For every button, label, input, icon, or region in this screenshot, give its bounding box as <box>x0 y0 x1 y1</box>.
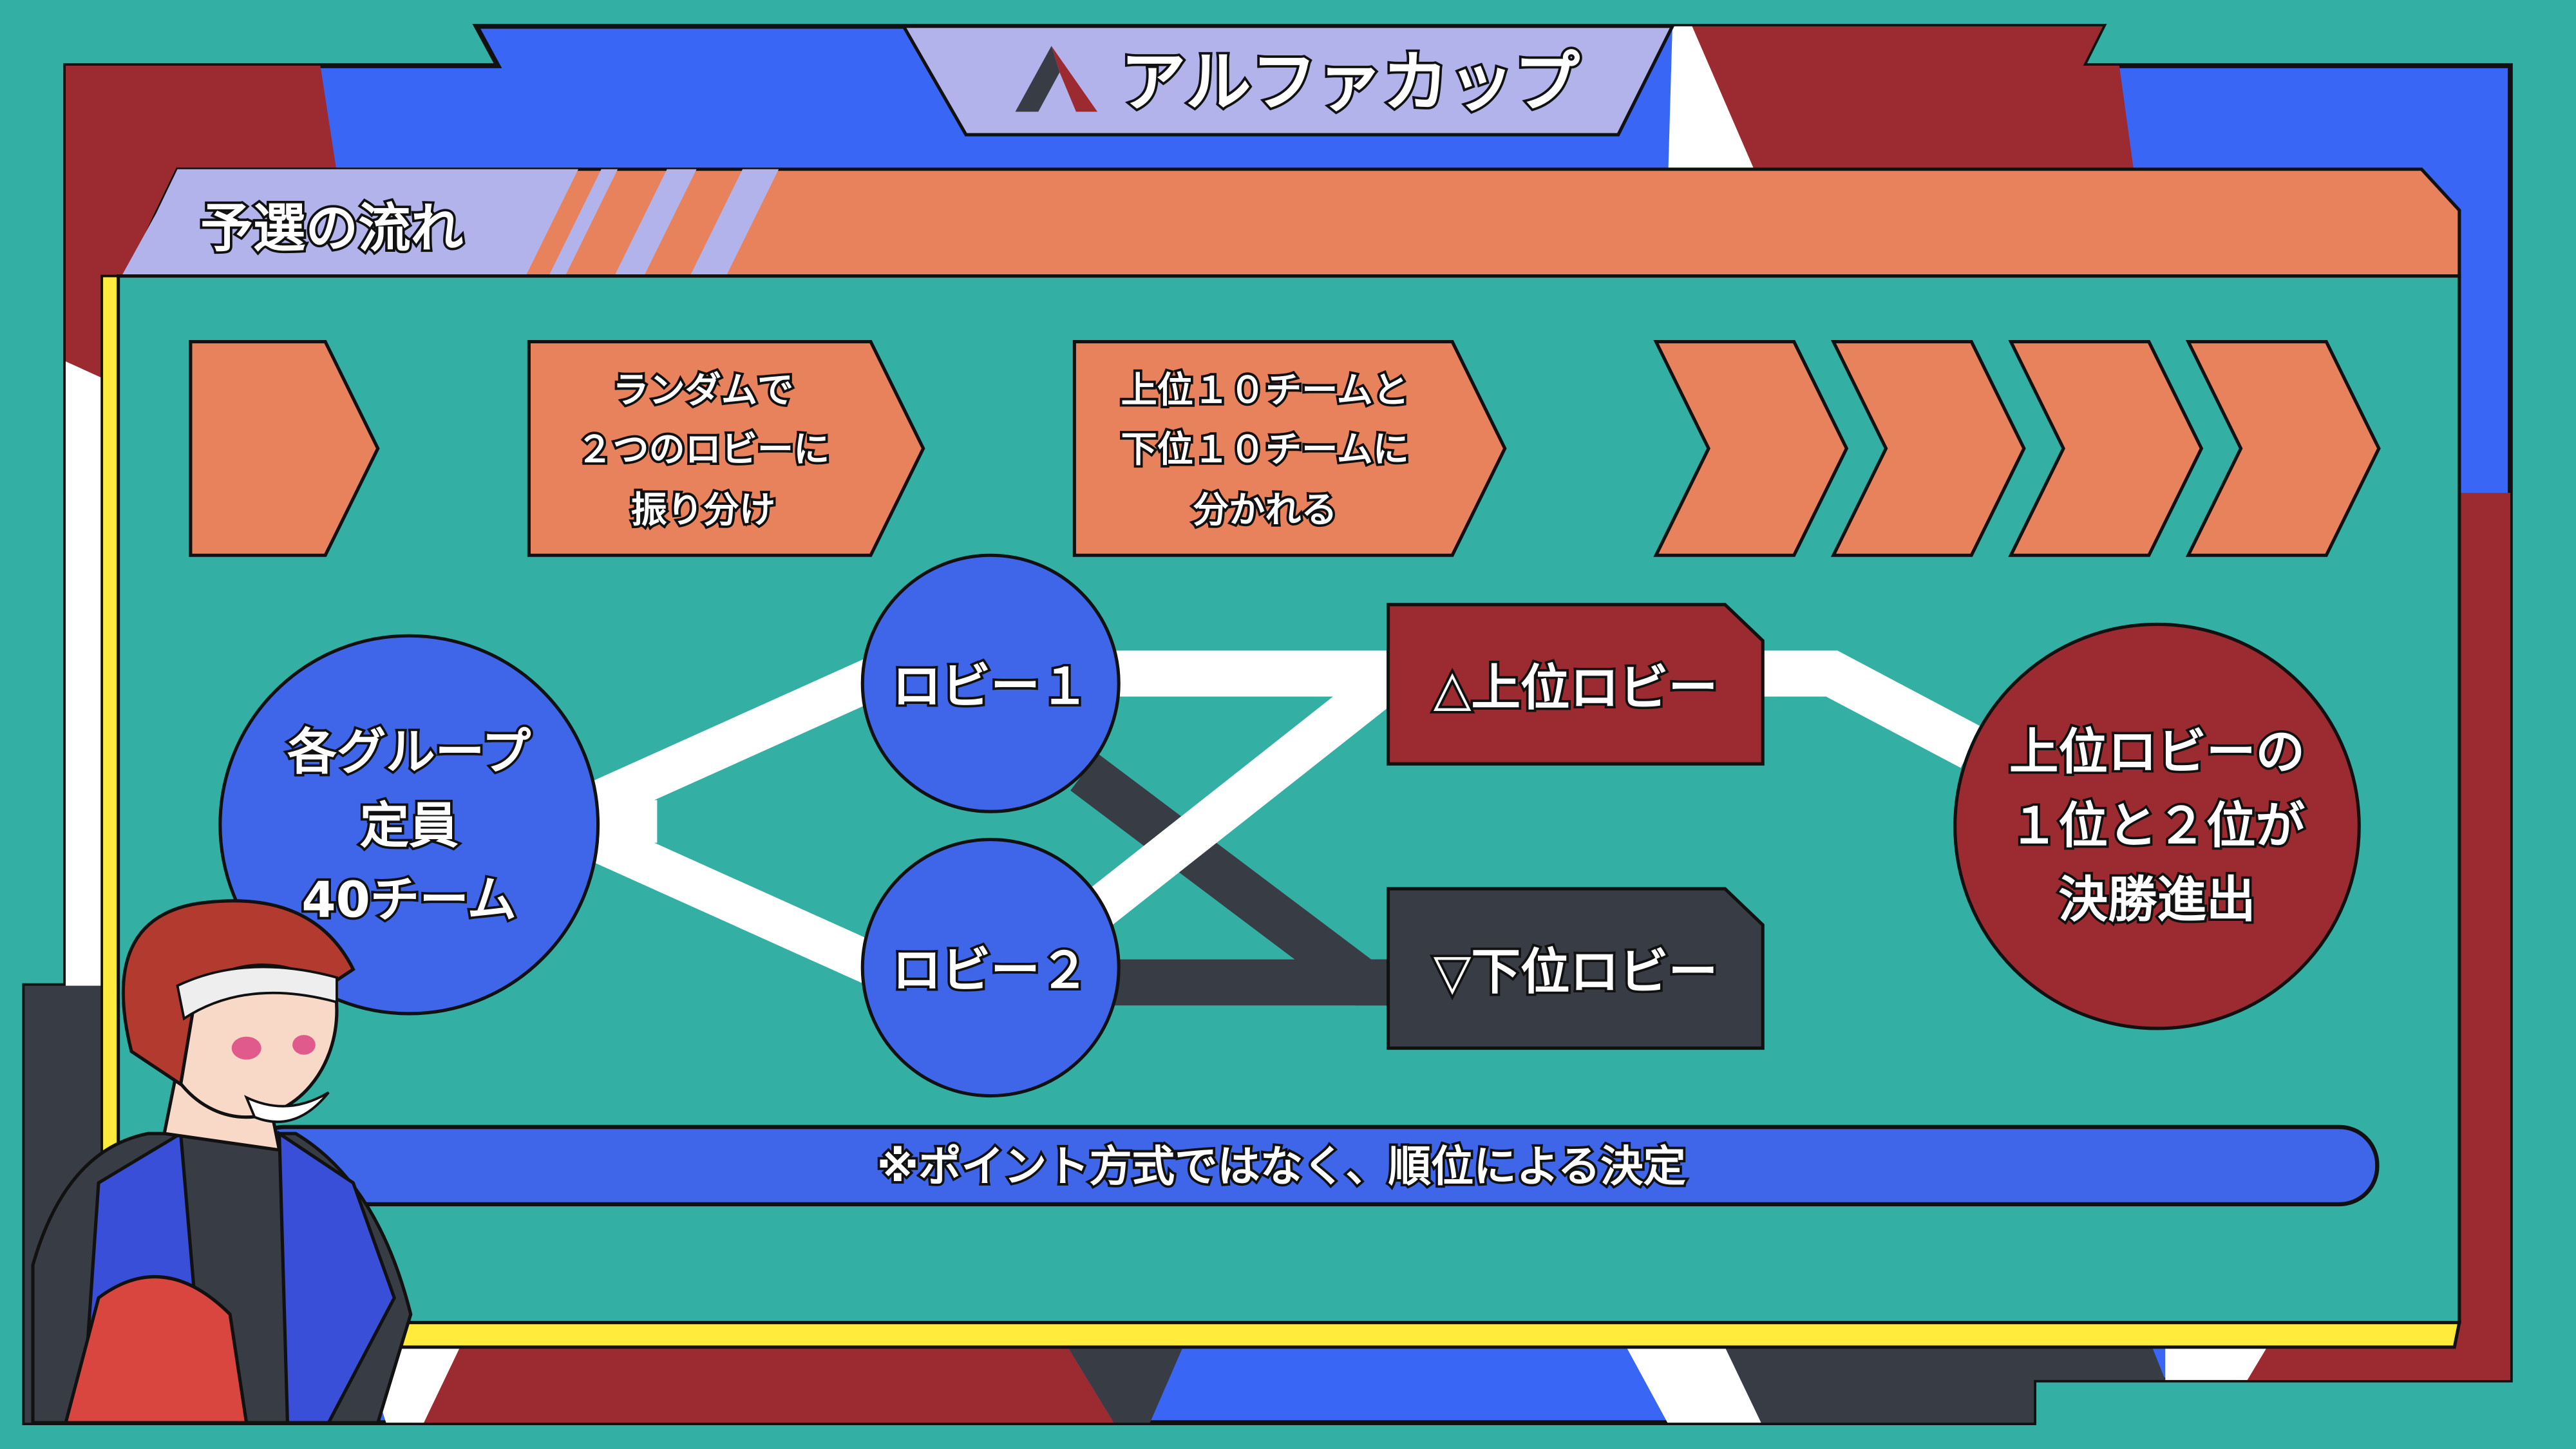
note-banner: ※ポイント方式ではなく、順位による決定 <box>244 1124 2380 1207</box>
final-text: 上位ロビーの <box>2009 724 2305 781</box>
step-text: 上位１０チームと <box>1121 370 1409 412</box>
final-qualification-node: 上位ロビーの １位と２位が 決勝進出 <box>1953 622 2361 1030</box>
step-chevron <box>2185 340 2381 557</box>
note-text: ※ポイント方式ではなく、順位による決定 <box>877 1141 1686 1191</box>
step-chevron-start <box>189 340 380 557</box>
step-chevron-random <box>527 340 925 557</box>
group-text: 各グループ <box>287 724 531 781</box>
step-text: ２つのロビーに <box>576 429 829 471</box>
step-chevron-split <box>1072 340 1507 557</box>
step-chevron <box>2008 340 2204 557</box>
group-capacity-node: 各グループ 定員 40チーム <box>218 634 600 1016</box>
final-text: 決勝進出 <box>2058 871 2255 929</box>
step-chevron <box>1653 340 1849 557</box>
mascot-character <box>31 899 413 1425</box>
step-chevrons <box>189 340 2381 557</box>
step-text: 分かれる <box>1193 489 1337 531</box>
lobby-2-label: ロビー２ <box>892 942 1089 999</box>
lobby-1-node: ロビー１ <box>860 553 1121 813</box>
section-title: 予選の流れ <box>200 198 463 260</box>
section-header: 予選の流れ <box>117 167 2461 297</box>
app-title: アルファカップ <box>1121 44 1580 121</box>
upper-lobby-box: △上位ロビー <box>1387 603 1765 766</box>
group-text: 40チーム <box>301 871 516 929</box>
lobby-2-node: ロビー２ <box>860 838 1121 1098</box>
step-chevron <box>1830 340 2026 557</box>
lower-lobby-label: ▽下位ロビー <box>1434 944 1718 1001</box>
step-text: ランダムで <box>613 370 794 412</box>
group-text: 定員 <box>360 798 459 855</box>
lobby-1-label: ロビー１ <box>892 658 1089 715</box>
final-text: １位と２位が <box>2009 798 2306 855</box>
step-text: 下位１０チームに <box>1121 429 1409 471</box>
lower-lobby-box: ▽下位ロビー <box>1387 887 1765 1050</box>
title-plate: アルファカップ <box>900 24 1676 137</box>
yellow-accent-bottom <box>100 1321 2461 1349</box>
step-text: 振り分け <box>631 489 775 531</box>
upper-lobby-label: △上位ロビー <box>1434 659 1718 717</box>
